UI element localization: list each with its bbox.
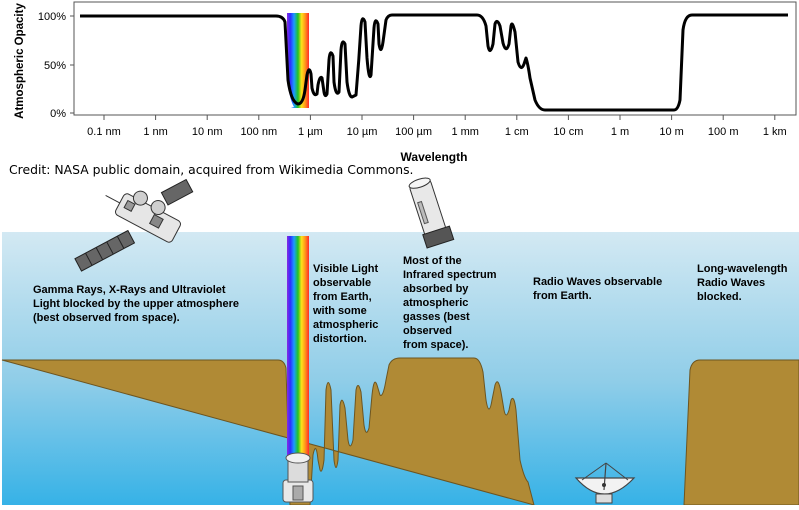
long-wave-label: Radio Waves bbox=[697, 277, 765, 289]
visible-label: atmospheric bbox=[313, 319, 378, 331]
opacity-curve bbox=[80, 13, 788, 112]
visible-band bbox=[287, 13, 309, 108]
x-tick-label: 1 cm bbox=[505, 126, 529, 138]
long-wave-label: Long-wavelength bbox=[697, 263, 788, 275]
atmosphere-illustration: Gamma Rays, X-Rays and Ultraviolet Light… bbox=[1, 177, 799, 506]
x-tick-label: 1 nm bbox=[143, 126, 167, 138]
long-wave-label: blocked. bbox=[697, 291, 742, 303]
credit-text: Credit: NASA public domain, acquired fro… bbox=[9, 162, 414, 177]
visible-label: distortion. bbox=[313, 333, 367, 345]
x-tick-label: 100 nm bbox=[240, 126, 277, 138]
x-tick-label: 0.1 nm bbox=[87, 126, 121, 138]
infrared-label: Infrared spectrum bbox=[403, 269, 497, 281]
visible-beam bbox=[287, 236, 309, 456]
x-axis-label: Wavelength bbox=[401, 150, 468, 164]
y-tick-label: 50% bbox=[44, 60, 66, 72]
band-mask bbox=[285, 13, 294, 110]
opacity-chart: 100% 50% 0% Atmospheric Opacity 0.1 nm 1 … bbox=[14, 1, 797, 164]
visible-label: Visible Light bbox=[313, 263, 379, 275]
x-tick-label: 10 nm bbox=[192, 126, 223, 138]
x-axis: 0.1 nm 1 nm 10 nm 100 nm 1 µm 10 µm 100 µm 1 mm… bbox=[87, 115, 787, 138]
infrared-label: from space). bbox=[403, 339, 468, 351]
satellite-icon bbox=[74, 178, 194, 272]
visible-label: with some bbox=[312, 305, 367, 317]
y-axis: 100% 50% 0% Atmospheric Opacity bbox=[14, 3, 74, 120]
y-tick-label: 100% bbox=[38, 11, 66, 23]
gamma-label: (best observed from space). bbox=[33, 312, 180, 324]
ground-right bbox=[683, 359, 799, 506]
visible-label: from Earth, bbox=[313, 291, 372, 303]
gamma-label: Gamma Rays, X-Rays and Ultraviolet bbox=[33, 284, 226, 296]
infrared-label: absorbed by bbox=[403, 283, 469, 295]
y-axis-label: Atmospheric Opacity bbox=[14, 3, 26, 119]
infrared-label: observed bbox=[403, 325, 452, 337]
visible-label: observable bbox=[313, 277, 371, 289]
x-tick-label: 10 cm bbox=[553, 126, 583, 138]
radio-dish-icon bbox=[574, 462, 636, 504]
x-tick-label: 100 m bbox=[708, 126, 739, 138]
x-tick-label: 1 km bbox=[763, 126, 787, 138]
radio-label: Radio Waves observable bbox=[533, 276, 662, 288]
x-tick-label: 1 µm bbox=[298, 126, 323, 138]
infrared-label: gasses (best bbox=[403, 311, 470, 323]
x-tick-label: 1 mm bbox=[451, 126, 479, 138]
gamma-label: Light blocked by the upper atmosphere bbox=[33, 298, 239, 310]
x-tick-label: 10 m bbox=[659, 126, 683, 138]
infrared-label: Most of the bbox=[403, 255, 462, 267]
infrared-label: atmospheric bbox=[403, 297, 468, 309]
x-tick-label: 10 µm bbox=[347, 126, 378, 138]
infrared-telescope-icon bbox=[408, 177, 455, 249]
optical-telescope-icon bbox=[282, 452, 314, 503]
radio-label: from Earth. bbox=[533, 290, 592, 302]
x-tick-label: 100 µm bbox=[395, 126, 432, 138]
y-tick-label: 0% bbox=[50, 108, 66, 120]
x-tick-label: 1 m bbox=[611, 126, 629, 138]
plot-frame bbox=[73, 1, 797, 116]
ground bbox=[1, 357, 535, 506]
